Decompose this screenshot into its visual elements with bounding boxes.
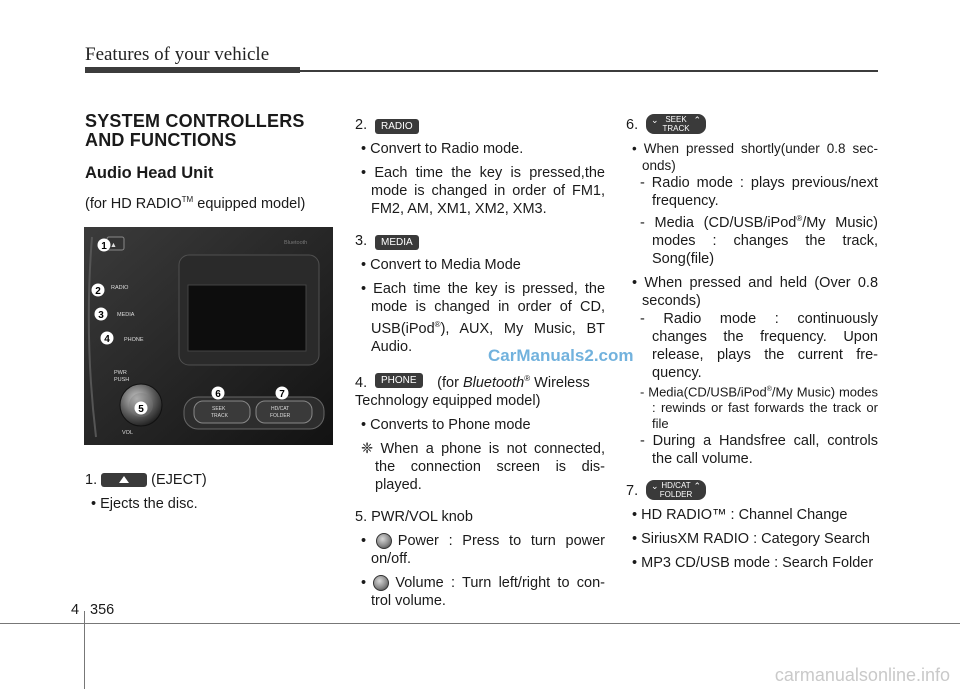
page-number: 356: [90, 602, 115, 618]
svg-text:RADIO: RADIO: [111, 285, 129, 291]
chapter-number: 4: [71, 602, 80, 618]
model-note: (for HD RADIOTM equipped model): [85, 195, 306, 212]
media-button-icon: MEDIA: [375, 234, 419, 250]
knob-icon: [375, 532, 392, 549]
note-mark-icon: ❈: [361, 440, 374, 457]
svg-text:2: 2: [95, 286, 101, 297]
head-unit-photo: ▲ RADIO MEDIA PHONE PWR PUSH VOL Bluetoo…: [84, 227, 333, 445]
eject-button-icon: [101, 473, 148, 488]
left-column: SYSTEM CONTROLLERS AND FUNCTIONS Audio H…: [85, 112, 335, 213]
section-subtitle: Audio Head Unit: [85, 164, 214, 182]
phone-button-icon: PHONE: [375, 372, 423, 388]
radio-button-icon: RADIO: [375, 118, 419, 134]
svg-text:TRACK: TRACK: [211, 413, 229, 419]
section-title: SYSTEM CONTROLLERS AND FUNCTIONS: [85, 111, 305, 150]
svg-text:MEDIA: MEDIA: [117, 312, 135, 318]
svg-text:3: 3: [98, 310, 104, 321]
svg-text:PUSH: PUSH: [114, 377, 129, 383]
svg-text:▲: ▲: [110, 242, 117, 249]
svg-text:PWR: PWR: [114, 370, 127, 376]
svg-text:SEEK: SEEK: [212, 406, 226, 412]
head-unit-illustration: ▲ RADIO MEDIA PHONE PWR PUSH VOL Bluetoo…: [84, 227, 333, 445]
svg-text:1: 1: [101, 241, 107, 252]
footer-rule: [0, 623, 960, 624]
site-watermark: carmanualsonline.info: [774, 665, 950, 685]
svg-text:Bluetooth: Bluetooth: [284, 240, 307, 246]
svg-text:PHONE: PHONE: [124, 337, 144, 343]
header-rule-thin: [300, 70, 878, 72]
svg-text:FOLDER: FOLDER: [270, 413, 291, 419]
knob-icon: [373, 574, 390, 591]
page-header-title: Features of your vehicle: [85, 44, 270, 65]
middle-column: 2. RADIO • Convert to Radio mode. • Each…: [355, 117, 606, 609]
svg-text:6: 6: [215, 389, 221, 400]
header-rule-thick: [85, 67, 300, 73]
footer-divider: [84, 611, 85, 689]
svg-text:4: 4: [104, 334, 110, 345]
svg-text:VOL: VOL: [122, 430, 133, 436]
svg-text:5: 5: [138, 404, 144, 415]
svg-text:HD/CAT: HD/CAT: [271, 406, 289, 412]
watermark-text: CarManuals2.com: [488, 346, 634, 365]
svg-text:7: 7: [279, 389, 285, 400]
item-1: 1. (EJECT) • Ejects the disc.: [85, 472, 207, 512]
